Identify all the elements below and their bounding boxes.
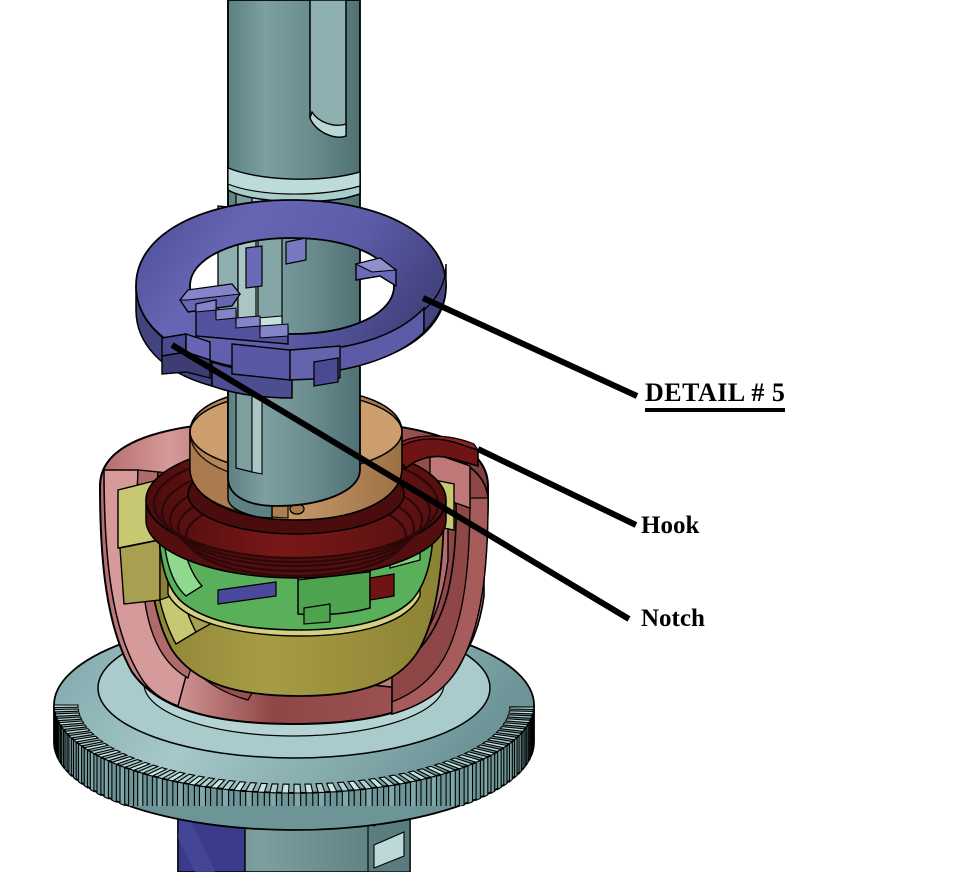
leader-hook	[476, 446, 638, 528]
callout-label-detail-5: DETAIL # 5	[645, 380, 786, 412]
callout-label-hook: Hook	[641, 512, 700, 539]
part-retaining-ring	[135, 199, 447, 399]
leader-notch	[170, 342, 631, 622]
callout-label-notch: Notch	[641, 605, 705, 632]
callout-leader-lines	[170, 295, 639, 622]
leader-detail-5	[421, 295, 639, 399]
callout-detail-5-text: DETAIL # 5	[645, 380, 786, 412]
